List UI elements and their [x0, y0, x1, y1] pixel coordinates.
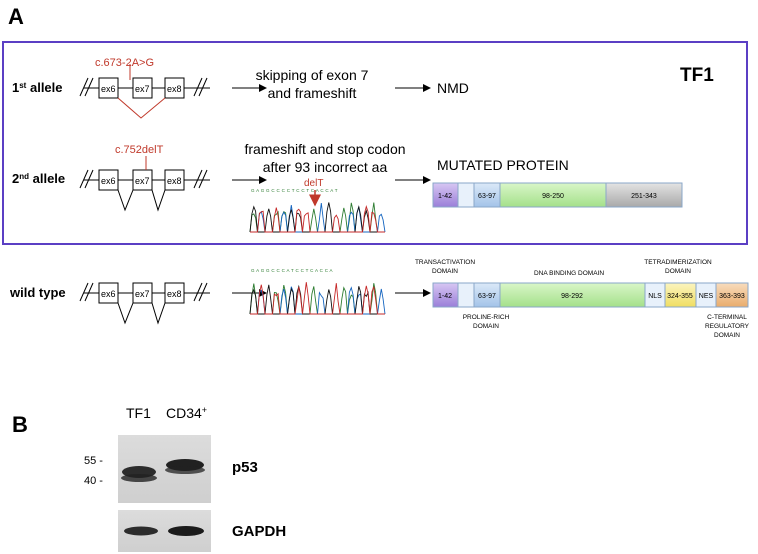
label-cterm-2: REGULATORY	[705, 323, 750, 330]
allele2-ex6: ex6	[101, 176, 116, 186]
allele2-label: 2nd allele	[12, 171, 65, 186]
wildtype-ex8: ex8	[167, 289, 182, 299]
allele1-ex8: ex8	[167, 84, 182, 94]
allele2-mutation: c.752delT	[115, 144, 164, 156]
allele1-ex7: ex7	[135, 84, 150, 94]
trace-line	[250, 205, 385, 233]
western-blot-p53	[118, 435, 211, 503]
mut-domain-98-250	[499, 182, 607, 208]
mutated-protein-title: MUTATED PROTEIN	[437, 157, 569, 173]
label-proline-2: DOMAIN	[473, 323, 499, 330]
label-tetramer-1: TETRADIMERIZATION	[644, 259, 712, 266]
allele2-gene-diagram: ex6 ex7 ex8	[79, 156, 210, 212]
wt-label-3: 98-292	[561, 293, 583, 300]
wildtype-protein-bar: 1-42 63-97 98-292 NLS 324-355 NES 363-39…	[432, 282, 749, 308]
wildtype-trace-sequence: G A G G C C C A T C C T C A C C A	[251, 268, 333, 273]
label-transactivation-2: DOMAIN	[432, 268, 458, 275]
tf1-frame	[2, 41, 748, 245]
trace-line	[249, 202, 385, 233]
wildtype-label: wild type	[9, 285, 66, 300]
allele1-mutation: c.673-2A>G	[95, 57, 154, 69]
wildtype-ex6: ex6	[101, 289, 116, 299]
label-tetramer-2: DOMAIN	[665, 268, 691, 275]
band-p53-label: p53	[232, 459, 258, 476]
mutated-protein-bar: 1-42 63-97 98-250 251-343	[432, 182, 683, 208]
trace-line	[250, 282, 385, 315]
wildtype-chromatogram	[249, 282, 386, 315]
allele1-effect-2: and frameshift	[268, 85, 357, 101]
trace-line	[250, 286, 386, 315]
tf1-title: TF1	[680, 65, 714, 86]
mut-label-2: 63-97	[478, 193, 496, 200]
label-proline-1: PROLINE-RICH	[463, 314, 510, 321]
allele2-effect-1: frameshift and stop codon	[244, 141, 405, 157]
wt-label-1: 1-42	[438, 293, 452, 300]
mut-label-1: 1-42	[438, 193, 452, 200]
allele1-label: 1st allele	[12, 80, 63, 95]
wt-domain-363-393	[715, 282, 749, 308]
wt-domain-1-42	[432, 282, 459, 308]
mut-domain-63-97	[473, 182, 501, 208]
wt-label-4: NLS	[648, 293, 662, 300]
wt-label-6: NES	[699, 293, 714, 300]
label-cterm-3: DOMAIN	[714, 332, 740, 339]
wt-domain-63-97	[473, 282, 501, 308]
wildtype-ex7: ex7	[135, 289, 150, 299]
wt-label-2: 63-97	[478, 293, 496, 300]
wt-domain-98-292	[499, 282, 646, 308]
mut-domain-251-343	[605, 182, 683, 208]
mut-label-3: 98-250	[542, 193, 564, 200]
allele1-outcome: NMD	[437, 80, 469, 96]
lane-tf1: TF1	[126, 405, 151, 421]
allele2-ex7: ex7	[135, 176, 150, 186]
marker-55: 55 -	[84, 455, 103, 467]
marker-40: 40 -	[84, 475, 103, 487]
label-transactivation-1: TRANSACTIVATION	[415, 259, 475, 266]
panel-b-label: B	[12, 412, 28, 437]
mut-label-4: 251-343	[631, 193, 657, 200]
label-cterm-1: C-TERMINAL	[707, 314, 747, 321]
wt-label-5: 324-355	[667, 293, 693, 300]
label-dna-binding: DNA BINDING DOMAIN	[534, 270, 604, 277]
allele2-dela-label: delT	[304, 178, 323, 189]
allele2-effect-2: after 93 incorrect aa	[263, 159, 388, 175]
mut-domain-1-42	[432, 182, 459, 208]
western-blot-gapdh	[118, 510, 211, 552]
allele2-chromatogram	[249, 202, 386, 233]
allele2-trace-sequence: G A G G C C C C T C C T C A C C A T	[251, 188, 338, 193]
wt-label-7: 363-393	[719, 293, 745, 300]
allele1-effect-1: skipping of exon 7	[256, 67, 369, 83]
allele2-ex8: ex8	[167, 176, 182, 186]
panel-a-label: A	[8, 4, 24, 29]
band-gapdh-label: GAPDH	[232, 523, 286, 540]
wt-domain-324-355	[664, 282, 697, 308]
wildtype-gene-diagram: ex6 ex7 ex8	[79, 282, 210, 325]
allele1-ex6: ex6	[101, 84, 116, 94]
lane-cd34: CD34+	[166, 405, 207, 421]
allele1-gene-diagram: ex6 ex7 ex8	[79, 64, 210, 119]
